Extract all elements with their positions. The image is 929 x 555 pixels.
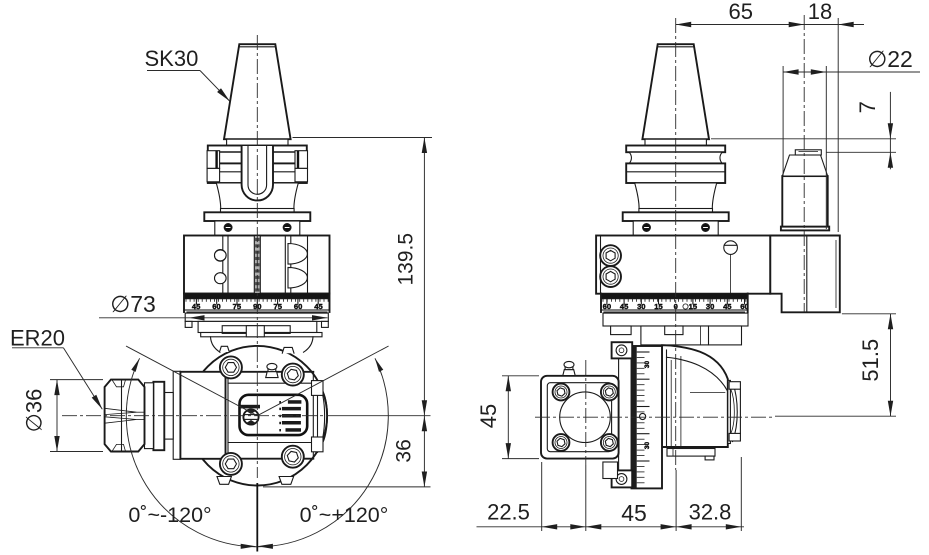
svg-text:139.5: 139.5 (395, 233, 418, 286)
svg-text:60: 60 (212, 302, 220, 311)
svg-text:45: 45 (620, 302, 629, 311)
svg-text:36: 36 (393, 439, 416, 462)
svg-text:51.5: 51.5 (858, 339, 883, 382)
svg-text:65: 65 (729, 0, 753, 24)
svg-text:75: 75 (273, 302, 282, 311)
svg-text:45: 45 (476, 404, 501, 428)
svg-text:45: 45 (723, 302, 732, 311)
svg-text:15: 15 (689, 302, 698, 311)
svg-text:22.5: 22.5 (487, 500, 530, 525)
svg-text:60: 60 (294, 302, 302, 311)
svg-text:30: 30 (644, 442, 651, 450)
svg-text:60: 60 (603, 302, 611, 311)
svg-text:30: 30 (637, 302, 645, 311)
svg-text:0˚~+120°: 0˚~+120° (300, 503, 389, 527)
svg-text:∅73: ∅73 (110, 291, 156, 317)
svg-text:45: 45 (192, 302, 201, 311)
svg-text:ER20: ER20 (10, 326, 65, 351)
svg-text:30: 30 (706, 302, 714, 311)
svg-text:32.8: 32.8 (689, 500, 732, 525)
svg-text:7: 7 (855, 101, 880, 113)
svg-text:30: 30 (644, 361, 651, 369)
svg-text:45: 45 (314, 302, 323, 311)
svg-text:0˚~-120°: 0˚~-120° (128, 503, 211, 527)
svg-text:∅22: ∅22 (867, 46, 913, 72)
svg-text:45: 45 (621, 500, 647, 526)
svg-text:SK30: SK30 (144, 46, 198, 71)
svg-text:60: 60 (740, 302, 748, 311)
svg-text:75: 75 (233, 302, 242, 311)
svg-text:15: 15 (654, 302, 663, 311)
svg-text:18: 18 (808, 0, 832, 24)
svg-text:∅36: ∅36 (22, 389, 47, 433)
